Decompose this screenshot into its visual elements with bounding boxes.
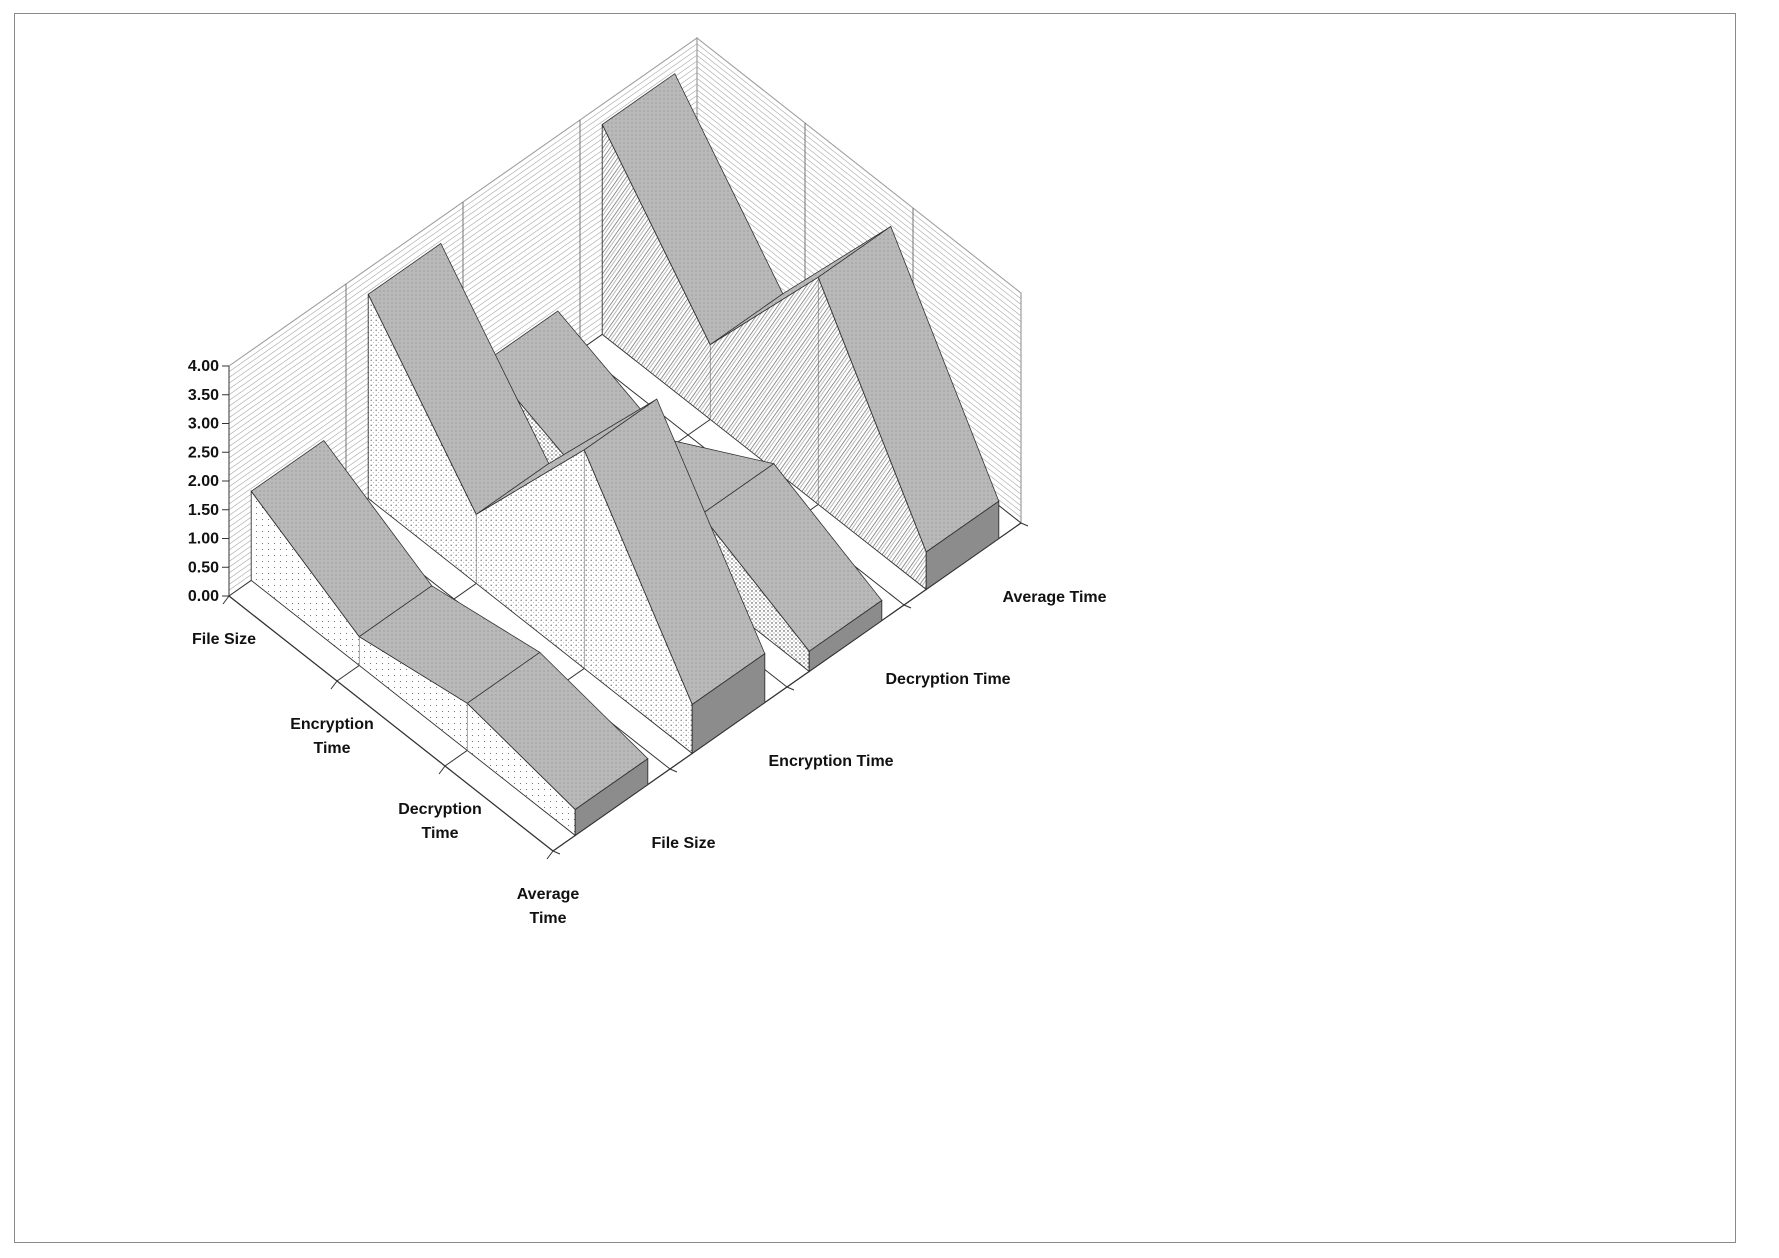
category-axis-label-line: Time — [313, 740, 350, 757]
series-axis-tick — [552, 850, 561, 855]
z-axis-tick-label: 3.50 — [188, 387, 219, 404]
series-axis-label: Encryption Time — [769, 753, 894, 770]
chart-3d-area: 0.00 0.50 1.00 1.50 2.00 2.50 3.00 3.50 4.00File… — [188, 36, 1107, 927]
series-end-cap — [691, 652, 766, 755]
back-wall-gridline — [696, 37, 1022, 294]
category-axis-label-line: Encryption — [290, 716, 374, 733]
category-axis-tick — [330, 680, 338, 690]
back-wall-gridline — [696, 49, 1022, 305]
series-end-cap — [925, 500, 1000, 591]
z-axis-tick-label: 0.00 — [188, 588, 219, 605]
category-axis-label-line: Decryption — [398, 801, 482, 818]
category-axis-label: File Size — [192, 631, 256, 648]
back-wall-gridline — [696, 112, 1022, 368]
chart-labels: 0.00 0.50 1.00 1.50 2.00 2.50 3.00 3.50 4.00File… — [188, 358, 1107, 927]
category-axis-tick — [546, 850, 554, 860]
back-wall-gridline — [696, 95, 1022, 351]
category-axis-line — [228, 595, 554, 852]
category-axis-label-line: Time — [529, 910, 566, 927]
category-axis-label-line: File Size — [192, 631, 256, 648]
back-wall-gridline — [696, 101, 1022, 357]
series-axis-tick — [669, 768, 678, 773]
series-ribbon — [601, 73, 1000, 591]
series-axis-label: Decryption Time — [886, 671, 1011, 688]
series-end-cap — [808, 599, 883, 673]
back-wall-gridline — [696, 55, 1022, 311]
back-wall-gridline — [696, 60, 1022, 317]
series-axis-tick — [903, 604, 912, 609]
z-axis-tick-label: 4.00 — [188, 358, 219, 375]
series-axis-label: Average Time — [1003, 589, 1107, 606]
back-wall-gridline — [696, 106, 1022, 363]
series-ribbon — [367, 242, 766, 755]
back-wall-gridline — [696, 78, 1022, 334]
back-wall-gridline — [696, 43, 1022, 299]
z-axis-tick-label: 2.00 — [188, 473, 219, 490]
series-axis-tick — [786, 686, 795, 691]
category-axis-tick — [438, 765, 446, 775]
back-wall-gridline — [696, 89, 1022, 345]
z-axis-tick-label: 1.00 — [188, 531, 219, 548]
back-wall-gridline — [696, 83, 1022, 340]
z-axis-tick-label: 1.50 — [188, 502, 219, 519]
category-axis-label-line: Average — [517, 886, 580, 903]
back-wall-gridline — [696, 66, 1022, 322]
series-end-cap — [574, 757, 649, 837]
z-axis-tick-label: 2.50 — [188, 444, 219, 461]
series-ribbon — [250, 439, 649, 837]
series-axis-label: File Size — [652, 835, 716, 852]
category-axis-tick — [222, 595, 230, 605]
z-axis-tick-label: 0.50 — [188, 559, 219, 576]
back-wall-gridline — [696, 72, 1022, 328]
chart-series — [250, 73, 1000, 837]
series-axis-tick — [1020, 522, 1029, 527]
category-axis-label-line: Time — [421, 825, 458, 842]
z-axis-tick-label: 3.00 — [188, 416, 219, 433]
